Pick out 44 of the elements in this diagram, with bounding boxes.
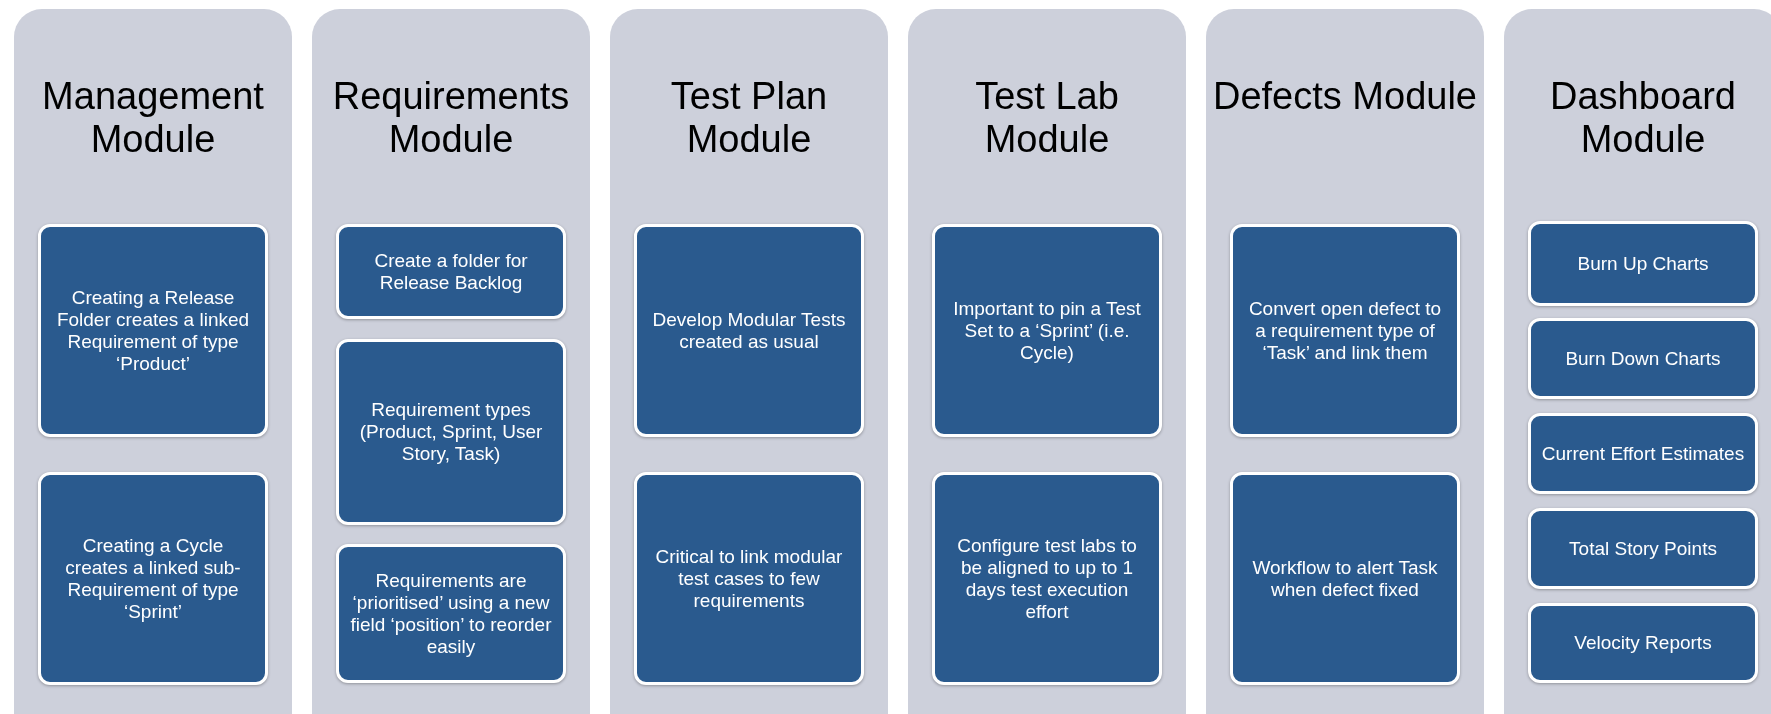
- module-column: [14, 9, 292, 714]
- feature-box: [336, 544, 566, 683]
- feature-text: Create a folder for Release Backlog: [373, 249, 529, 294]
- module-title: Dashboard Module: [1549, 75, 1737, 161]
- module-title: Requirements Module: [331, 75, 571, 161]
- feature-box: [932, 472, 1162, 685]
- feature-box: [336, 339, 566, 525]
- feature-box: [1230, 224, 1460, 437]
- feature-text: Important to pin a Test Set to a ‘Sprint’ (i.e. Cycle): [952, 297, 1142, 364]
- module-column: [1206, 9, 1484, 714]
- feature-box: [1528, 221, 1758, 306]
- feature-box: [634, 224, 864, 437]
- feature-text: Configure test labs to be aligned to up to 1 days test execution effort: [956, 534, 1138, 623]
- feature-text: Burn Up Charts: [1576, 252, 1710, 275]
- feature-text: Current Effort Estimates: [1540, 442, 1746, 465]
- feature-box: [1528, 413, 1758, 494]
- feature-box: [1528, 508, 1758, 589]
- feature-text: Workflow to alert Task when defect fixed: [1251, 556, 1439, 601]
- module-title: Defects Module: [1212, 75, 1478, 118]
- feature-box: [634, 472, 864, 685]
- feature-text: Creating a Cycle creates a linked sub-Requirement of type ‘Sprint’: [64, 534, 242, 623]
- feature-text: Requirements are ‘prioritised’ using a new field ‘position’ to reorder easily: [349, 569, 553, 658]
- module-column: [312, 9, 590, 714]
- module-title: Management Module: [41, 75, 265, 161]
- module-column: [1504, 9, 1771, 714]
- feature-box: [1230, 472, 1460, 685]
- feature-box: [38, 224, 268, 437]
- feature-text: Total Story Points: [1568, 537, 1718, 560]
- feature-text: Develop Modular Tests created as usual: [651, 308, 847, 353]
- feature-text: Velocity Reports: [1573, 632, 1713, 654]
- module-column: [610, 9, 888, 714]
- module-title: Test Lab Module: [974, 75, 1120, 161]
- feature-box: [1528, 603, 1758, 683]
- feature-text: Creating a Release Folder creates a linked Requirement of type ‘Product’: [55, 286, 251, 375]
- feature-text: Convert open defect to a requirement type of ‘Task’ and link them: [1247, 297, 1443, 364]
- feature-box: [38, 472, 268, 685]
- feature-text: Requirement types (Product, Sprint, User Story, Task): [358, 399, 544, 465]
- module-column: [908, 9, 1186, 714]
- feature-box: [336, 224, 566, 319]
- feature-text: Burn Down Charts: [1564, 347, 1722, 370]
- feature-box: [932, 224, 1162, 437]
- feature-text: Critical to link modular test cases to few requirements: [654, 545, 844, 612]
- module-title: Test Plan Module: [669, 75, 829, 161]
- feature-box: [1528, 318, 1758, 399]
